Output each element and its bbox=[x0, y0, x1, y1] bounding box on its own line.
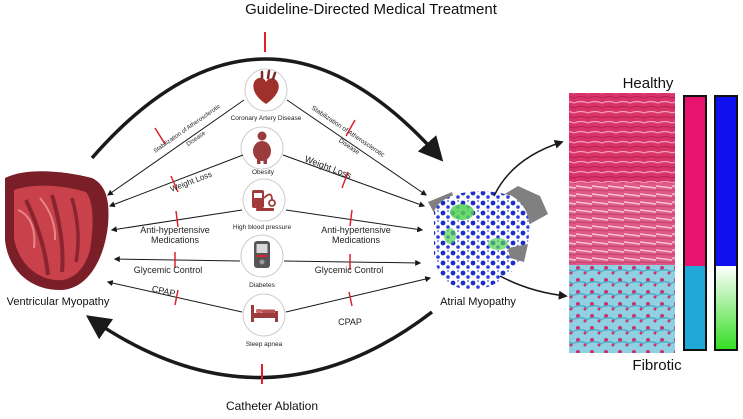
left-inhibit-obesity bbox=[170, 175, 179, 193]
histology-color-bar bbox=[683, 95, 707, 351]
obese-person-icon bbox=[253, 131, 271, 164]
left-arrow-sleep bbox=[106, 280, 243, 313]
fibrotic-label: Fibrotic bbox=[632, 357, 682, 374]
left-treatment-antihypertensive-line1: Anti-hypertensive bbox=[140, 225, 210, 235]
left-inhibit-cad bbox=[154, 127, 166, 145]
left-treatment-cpap: CPAP bbox=[151, 284, 176, 299]
right-arrow-hypertension bbox=[285, 209, 424, 233]
diagram-title: Guideline-Directed Medical Treatment bbox=[245, 1, 498, 18]
ventricular-myopathy-label: Ventricular Myopathy bbox=[7, 296, 110, 308]
right-arrow-diabetes bbox=[283, 259, 422, 266]
right-treatment-antihypertensive-line1: Anti-hypertensive bbox=[321, 225, 391, 235]
right-treatment-atherosclerotic-line1: Stabilization of Atherosclerotic bbox=[310, 105, 386, 160]
left-treatment-atherosclerotic-line1: Stabilization of Atherosclerotic bbox=[153, 104, 222, 155]
left-arrow-cad bbox=[107, 99, 245, 196]
risk-factor-label: Obesity bbox=[252, 169, 275, 176]
atrium-illustration bbox=[428, 186, 548, 291]
right-treatment-cpap: CPAP bbox=[338, 317, 362, 327]
right-treatment-antihypertensive-line2: Medications bbox=[332, 235, 381, 245]
left-treatment-antihypertensive-line2: Medications bbox=[151, 235, 200, 245]
right-inhibit-obesity bbox=[341, 171, 349, 189]
risk-factor-diabetes: Diabetes bbox=[240, 234, 284, 289]
atrium-map-color-bar bbox=[714, 95, 738, 351]
blood-pressure-monitor-icon bbox=[252, 190, 276, 211]
histology-image bbox=[569, 93, 675, 353]
right-inhibit-sleep bbox=[348, 291, 353, 307]
left-treatment-weight-loss: Weight Loss bbox=[169, 170, 213, 194]
right-arrow-cad bbox=[286, 99, 427, 196]
healthy-label: Healthy bbox=[623, 75, 674, 92]
left-treatment-glycemic: Glycemic Control bbox=[134, 265, 203, 275]
glucose-meter-icon bbox=[254, 241, 270, 268]
risk-factor-hypertension: High blood pressure bbox=[233, 178, 292, 231]
heart-icon bbox=[253, 69, 279, 104]
risk-factor-obesity: Obesity bbox=[240, 126, 284, 176]
right-inhibit-hypertension bbox=[349, 209, 353, 227]
catheter-ablation-label: Catheter Ablation bbox=[226, 399, 318, 413]
risk-factor-label: Coronary Artery Disease bbox=[231, 115, 302, 122]
risk-factor-sleep-apnea: Sleep apnea bbox=[242, 293, 286, 348]
gdmt-arc-arrow bbox=[90, 57, 444, 162]
risk-factor-label: Diabetes bbox=[249, 282, 275, 289]
left-arrow-diabetes bbox=[113, 256, 241, 263]
risk-factor-label: High blood pressure bbox=[233, 224, 292, 231]
bed-icon bbox=[251, 305, 278, 322]
atrial-myopathy-label: Atrial Myopathy bbox=[440, 296, 516, 308]
atrium-to-fibrotic-arrow bbox=[499, 275, 568, 300]
left-inhibit-hypertension bbox=[175, 210, 179, 228]
right-arrow-obesity bbox=[282, 154, 426, 208]
risk-factor-label: Sleep apnea bbox=[246, 341, 283, 348]
left-inhibit-sleep bbox=[174, 289, 179, 306]
right-treatment-glycemic: Glycemic Control bbox=[315, 265, 384, 275]
right-inhibit-cad bbox=[345, 119, 356, 137]
right-arrow-sleep bbox=[285, 276, 432, 313]
risk-factor-cad: Coronary Artery Disease bbox=[231, 68, 302, 122]
atrium-to-healthy-arrow bbox=[493, 139, 564, 197]
left-arrow-obesity bbox=[108, 154, 244, 208]
right-treatment-weight-loss: Weight Loss bbox=[303, 154, 353, 181]
ventricle-illustration bbox=[5, 171, 109, 290]
